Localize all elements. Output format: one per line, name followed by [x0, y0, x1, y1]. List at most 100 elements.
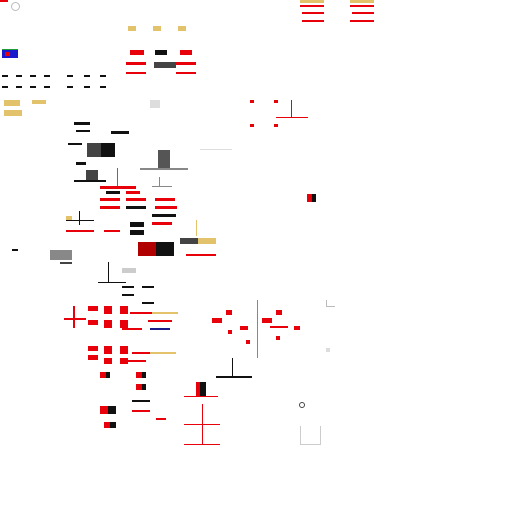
icon-cell[interactable] — [30, 75, 36, 77]
panel-bar-tan — [198, 238, 216, 244]
content-bar-red — [66, 230, 94, 232]
item-icon-red[interactable] — [88, 355, 98, 360]
circle-icon[interactable] — [11, 2, 20, 11]
header-bar-red — [302, 20, 324, 22]
icon-cell[interactable] — [100, 75, 106, 77]
item-icon-red[interactable] — [104, 320, 112, 328]
node-red — [262, 318, 272, 323]
icon-cell[interactable] — [84, 75, 90, 77]
tab-marker[interactable] — [153, 26, 161, 31]
header-bar-red — [350, 20, 374, 22]
axis-vertical — [73, 306, 75, 328]
stack-red — [100, 406, 108, 414]
node-red — [276, 336, 280, 340]
item-icon-red[interactable] — [88, 306, 98, 311]
grid-bar-red — [126, 191, 140, 194]
chart-axis — [108, 262, 109, 282]
icon-cell[interactable] — [84, 86, 90, 88]
stack-black — [142, 384, 146, 390]
item-icon-red[interactable] — [88, 346, 98, 351]
icon-cell[interactable] — [30, 86, 36, 88]
icon-cell[interactable] — [16, 86, 22, 88]
stack-bar-red — [130, 50, 144, 55]
stack-black — [110, 422, 116, 428]
app-logo-accent — [5, 52, 10, 56]
marker-dot — [274, 124, 278, 127]
search-icon[interactable] — [299, 402, 305, 408]
stack-bar-red — [180, 50, 192, 55]
image-placeholder — [150, 100, 160, 108]
menu-item[interactable] — [122, 294, 134, 296]
content-bar-red — [184, 396, 218, 397]
grid-bar-black — [126, 206, 146, 209]
stack-bar-red — [126, 72, 146, 74]
item-icon-red[interactable] — [120, 306, 128, 314]
indicator-black — [312, 194, 316, 202]
panel-dark-red — [138, 242, 156, 256]
icon-cell[interactable] — [100, 86, 106, 88]
list-bar-tan — [152, 312, 178, 314]
icon-cell[interactable] — [67, 86, 73, 88]
diagram-divider — [257, 300, 258, 358]
list-bar-blue — [150, 328, 170, 330]
item-icon-red[interactable] — [88, 320, 98, 325]
icon-cell[interactable] — [44, 75, 50, 77]
icon-cell[interactable] — [67, 75, 73, 77]
tab-marker[interactable] — [128, 26, 136, 31]
content-bar-red — [132, 410, 150, 412]
grid-bar-red — [126, 198, 146, 201]
node-red — [226, 310, 232, 315]
menu-item[interactable] — [122, 286, 134, 288]
stack-red — [100, 372, 106, 378]
stack-red — [104, 422, 110, 428]
note-block — [4, 110, 22, 116]
header-bar-red — [352, 12, 374, 14]
icon-cell[interactable] — [44, 86, 50, 88]
marker-dot — [274, 100, 278, 103]
node-red — [246, 340, 250, 344]
list-bar-red — [122, 328, 142, 330]
icon-cell[interactable] — [2, 75, 8, 77]
item-icon-red[interactable] — [120, 320, 128, 328]
axis-horizontal — [184, 424, 220, 425]
axis-horizontal — [216, 376, 252, 378]
list-bar-red — [148, 320, 172, 322]
item-icon-red[interactable] — [104, 306, 112, 314]
faint-tick — [326, 300, 335, 307]
item-icon-red[interactable] — [104, 358, 112, 364]
content-bar-black — [76, 162, 86, 165]
tab-marker[interactable] — [178, 26, 186, 31]
grid-bar-red — [100, 206, 120, 209]
item-icon-red[interactable] — [104, 346, 112, 354]
accent-tan — [66, 216, 72, 220]
menu-item[interactable] — [142, 302, 154, 304]
menu-item[interactable] — [142, 286, 154, 288]
chart-axis — [159, 177, 160, 187]
content-bar-dark — [60, 262, 72, 264]
caret-icon[interactable] — [12, 249, 18, 251]
marker-dot — [250, 100, 254, 103]
item-icon-red[interactable] — [120, 346, 128, 354]
node-red — [294, 326, 300, 330]
axis-horizontal — [64, 318, 86, 320]
chart-axis — [98, 282, 126, 283]
node-red — [276, 310, 282, 315]
stack-bar-black — [155, 50, 167, 55]
app-logo — [2, 50, 18, 58]
content-bar-black — [132, 400, 150, 402]
grid-bar-red — [100, 198, 120, 201]
panel-bar-dark — [180, 238, 198, 244]
icon-cell[interactable] — [16, 75, 22, 77]
list-bar-red — [120, 360, 146, 362]
axis-vertical — [232, 358, 233, 376]
stack-black — [108, 406, 116, 414]
icon-cell[interactable] — [2, 86, 8, 88]
axis-horizontal — [276, 117, 308, 118]
divider-line — [196, 220, 197, 236]
grid-bar-red — [155, 206, 177, 209]
stack-bar-black — [154, 62, 176, 68]
panel-black — [101, 143, 115, 157]
thumbnail-gray — [50, 250, 72, 260]
marker-dot — [250, 124, 254, 127]
grid-bar-black — [152, 214, 176, 217]
